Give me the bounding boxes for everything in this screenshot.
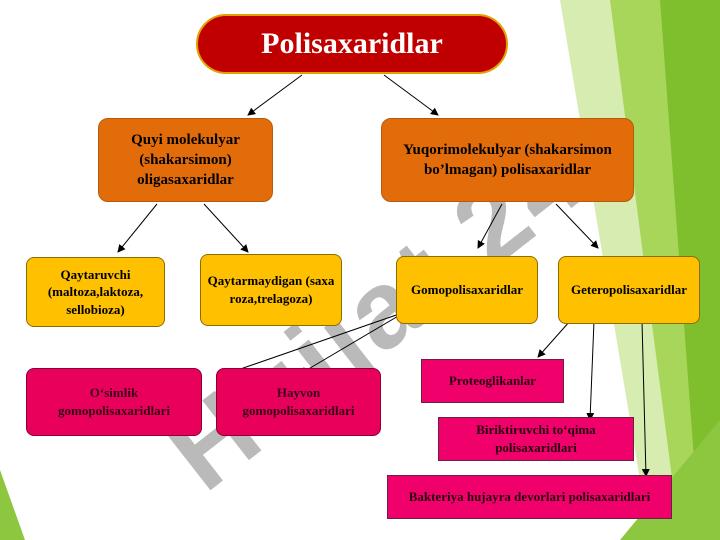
- arrow-right-d: [555, 203, 599, 249]
- box-reducing: Qaytaruvchi (maltoza,laktoza, sellobioza…: [26, 257, 165, 327]
- arrow-title-left: [247, 74, 303, 116]
- arrow-d-proteo: [537, 320, 571, 358]
- box-oligosaccharides-label: Quyi molekulyar (shakarsimon) oligasaxar…: [131, 131, 240, 189]
- arrow-title-right: [383, 74, 439, 116]
- box-heteropolysaccharides: Geteropolisaxaridlar: [558, 256, 700, 324]
- box-polysaccharides-label: Yuqorimolekulyar (shakarsimon bo’lmagan)…: [403, 141, 612, 178]
- box-connective-label: Biriktiruvchi to‘qima polisaxaridlari: [476, 422, 596, 455]
- box-animal-homopolysaccharides: Hayvon gomopolisaxaridlari: [216, 368, 381, 436]
- box-plant-homopolysaccharides: O‘simlik gomopolisaxaridlari: [26, 368, 202, 436]
- box-connective-tissue: Biriktiruvchi to‘qima polisaxaridlari: [438, 417, 634, 461]
- box-oligosaccharides: Quyi molekulyar (shakarsimon) oligasaxar…: [98, 118, 273, 202]
- box-reducing-label: Qaytaruvchi (maltoza,laktoza, sellobioza…: [47, 266, 144, 317]
- arrow-d-connective: [586, 320, 595, 421]
- box-polysaccharides: Yuqorimolekulyar (shakarsimon bo’lmagan)…: [381, 118, 634, 202]
- box-bacterial-wall: Bakteriya hujayra devorlari polisaxaridl…: [387, 475, 672, 519]
- box-homopolysaccharides-label: Gomopolisaxaridlar: [411, 282, 523, 298]
- title-text: Polisaxaridlar: [261, 26, 443, 60]
- box-proteoglycans-label: Proteoglikanlar: [448, 373, 537, 389]
- box-animal-label: Hayvon gomopolisaxaridlari: [242, 385, 355, 418]
- arrow-left-a: [117, 203, 158, 253]
- arrow-right-c: [477, 203, 503, 249]
- title-box: Polisaxaridlar: [196, 14, 508, 74]
- green-triangle-left: [0, 470, 25, 540]
- arrow-c-plant: [225, 311, 406, 376]
- box-homopolysaccharides: Gomopolisaxaridlar: [396, 256, 538, 324]
- box-heteropolysaccharides-label: Geteropolisaxaridlar: [570, 282, 688, 298]
- box-nonreducing-label: Qaytarmaydigan (saxaroza,trelagoza): [207, 273, 335, 306]
- box-bacterial-label: Bakteriya hujayra devorlari polisaxaridl…: [408, 489, 651, 505]
- box-plant-label: O‘simlik gomopolisaxaridlari: [58, 385, 170, 418]
- arrow-c-animal: [299, 311, 406, 375]
- box-nonreducing: Qaytarmaydigan (saxaroza,trelagoza): [200, 254, 342, 326]
- arrow-left-b: [203, 203, 249, 253]
- arrow-d-bacteria: [641, 320, 650, 477]
- box-proteoglycans: Proteoglikanlar: [421, 359, 564, 403]
